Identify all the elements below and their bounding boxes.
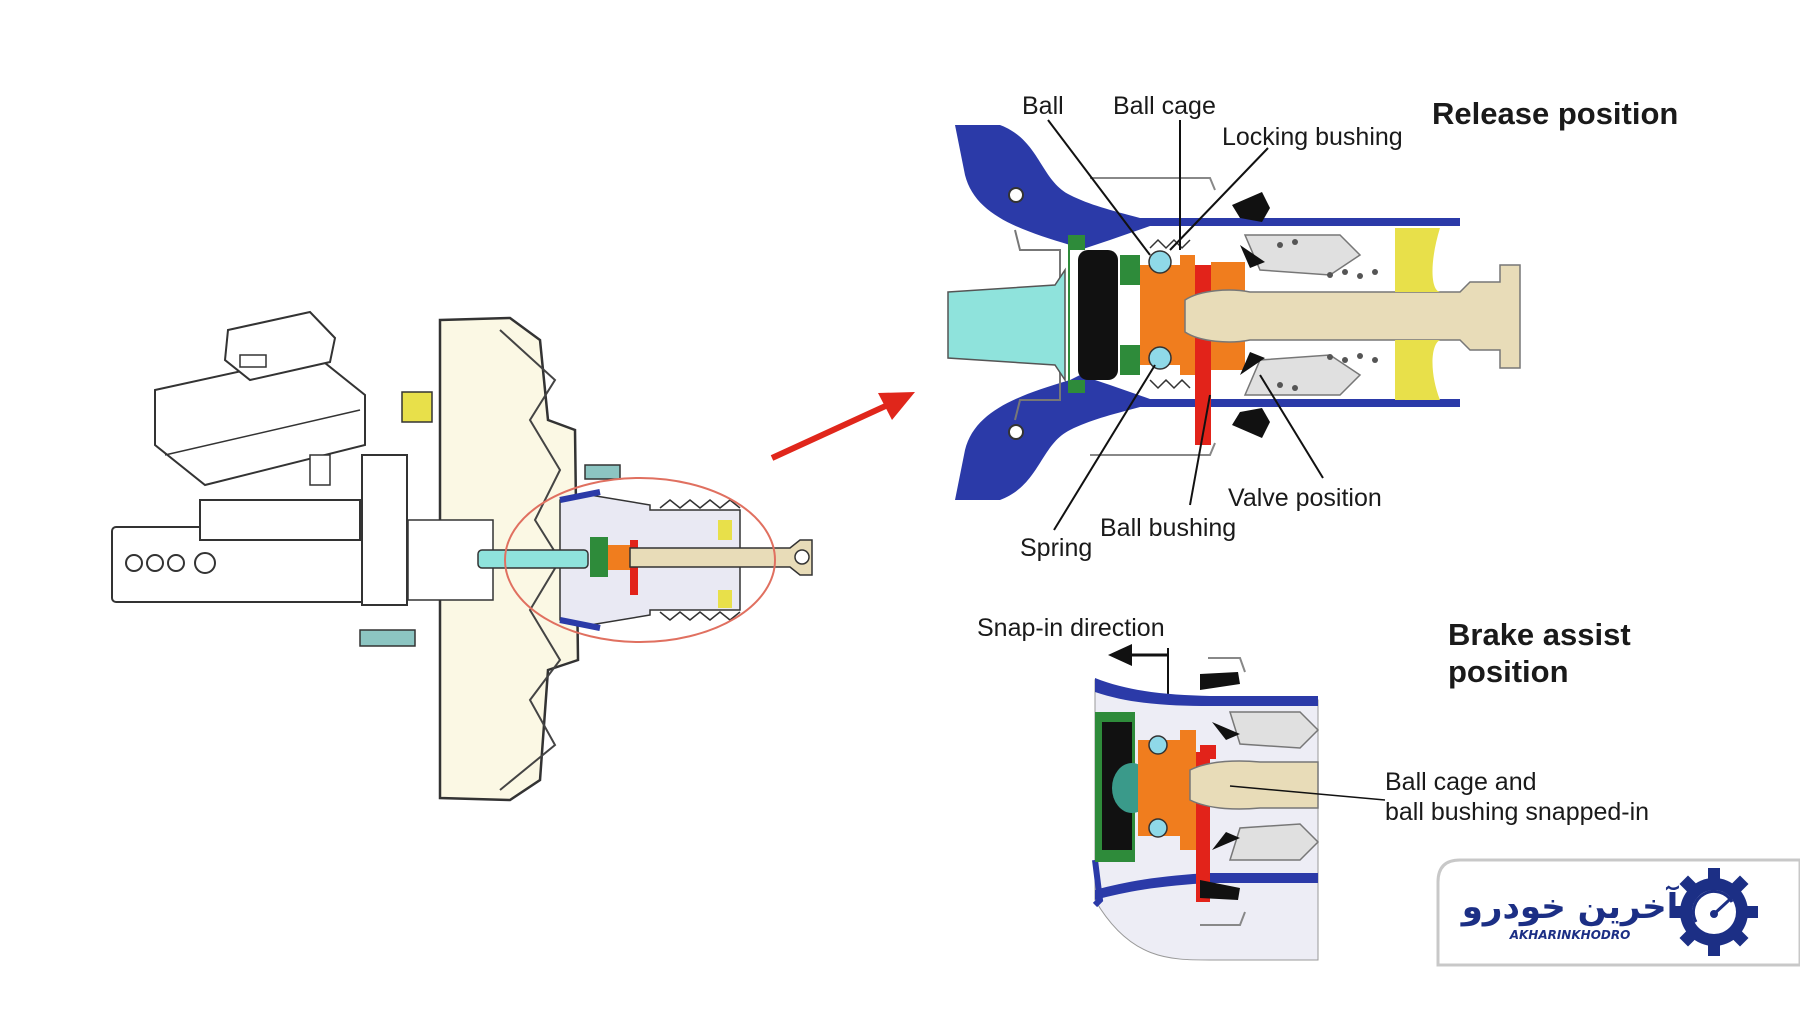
ball-cage [1140, 255, 1195, 375]
label-snapped-line2: ball bushing snapped-in [1385, 798, 1649, 826]
label-valve-position: Valve position [1228, 484, 1382, 512]
housing-lower [955, 375, 1460, 500]
ball-upper [1148, 250, 1172, 274]
housing-upper [955, 125, 1460, 250]
logo-text-en: AKHARINKHODRO [1509, 928, 1631, 942]
akharinkhodro-logo: آخرین خودرو AKHARINKHODRO [1436, 858, 1800, 967]
label-spring: Spring [1020, 534, 1092, 562]
title-release-position: Release position [1432, 96, 1678, 131]
label-ball-bushing: Ball bushing [1100, 514, 1236, 542]
label-ball-cage: Ball cage [1113, 92, 1216, 120]
ball-lower [1148, 346, 1172, 370]
valve-plunger [947, 267, 1066, 383]
reaction-disc [1078, 250, 1118, 380]
push-rod [629, 539, 813, 576]
leader-lines [1047, 119, 1324, 531]
gear-speedometer-icon [1670, 868, 1758, 956]
label-snapped-line1: Ball cage and [1385, 768, 1537, 796]
snap-in-arrow-icon [1108, 644, 1132, 666]
piston-rod [1184, 264, 1521, 369]
zoom-arrow [770, 392, 915, 461]
brake-assist-diagram: Snap-in direction Brake assist position [977, 614, 1649, 961]
brake-booster-assembly [111, 310, 813, 802]
label-ball: Ball [1022, 92, 1064, 120]
title-brake-assist-line1: Brake assist [1448, 617, 1631, 652]
label-snap-in-direction: Snap-in direction [977, 614, 1165, 642]
release-position-diagram: Ball Ball cage Locking bushing Release p… [947, 92, 1678, 562]
logo-text-fa: آخرین خودرو [1460, 885, 1680, 927]
detail-highlight-ellipse [504, 477, 776, 643]
title-brake-assist-line2: position [1448, 654, 1569, 689]
label-locking-bushing: Locking bushing [1222, 123, 1403, 151]
